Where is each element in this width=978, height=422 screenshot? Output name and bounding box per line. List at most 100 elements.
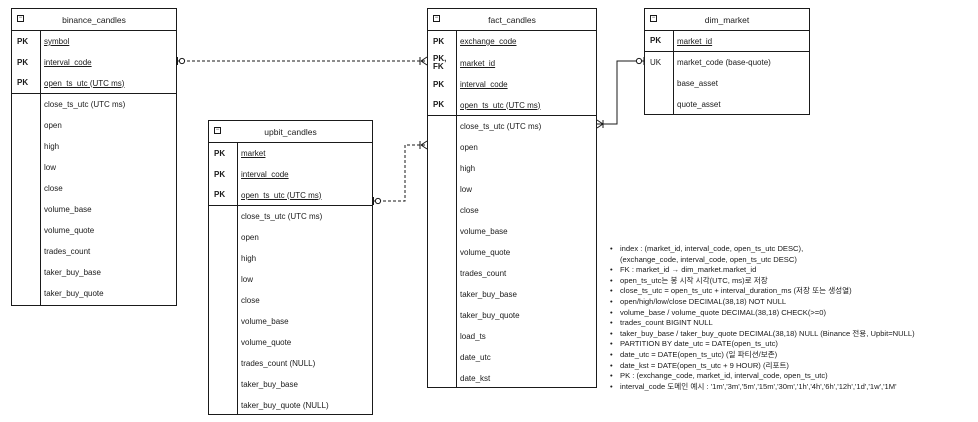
column-name: low bbox=[460, 185, 473, 194]
column-row[interactable]: trades_count bbox=[12, 241, 176, 262]
column-row[interactable]: volume_quote bbox=[428, 242, 596, 263]
column-row[interactable]: base_asset bbox=[645, 73, 809, 94]
key-divider bbox=[456, 31, 457, 387]
column-row[interactable]: taker_buy_base bbox=[12, 262, 176, 283]
column-row[interactable]: close_ts_utc (UTC ms) bbox=[12, 94, 176, 115]
column-name: date_kst bbox=[460, 374, 491, 383]
column-name: close bbox=[241, 296, 260, 305]
collapse-icon[interactable]: − bbox=[433, 15, 440, 22]
pk-row[interactable]: PK, FK market_id bbox=[428, 52, 596, 74]
column-name: trades_count bbox=[460, 269, 507, 278]
bullet-icon: • bbox=[610, 244, 613, 253]
note-text: PARTITION BY date_utc = DATE(open_ts_utc… bbox=[620, 339, 778, 349]
column-row[interactable]: low bbox=[209, 269, 372, 290]
column-row[interactable]: volume_base bbox=[209, 311, 372, 332]
column-row[interactable]: high bbox=[209, 248, 372, 269]
column-row[interactable]: load_ts bbox=[428, 326, 596, 347]
column-name: interval_code bbox=[460, 80, 508, 89]
dim-fact-relation bbox=[596, 57, 645, 129]
column-name: taker_buy_base bbox=[460, 290, 517, 299]
binance-fact-relation bbox=[177, 56, 428, 66]
column-row[interactable]: taker_buy_quote (NULL) bbox=[209, 395, 372, 416]
column-row[interactable]: trades_count (NULL) bbox=[209, 353, 372, 374]
bullet-icon: • bbox=[610, 318, 613, 328]
column-row[interactable]: trades_count bbox=[428, 263, 596, 284]
entity-header[interactable]: dim_market− bbox=[645, 9, 809, 31]
note-text: trades_count BIGINT NULL bbox=[620, 318, 713, 328]
column-row[interactable]: close_ts_utc (UTC ms) bbox=[428, 116, 596, 137]
bullet-icon: • bbox=[610, 265, 613, 275]
column-row[interactable]: date_utc bbox=[428, 347, 596, 368]
entity-header[interactable]: upbit_candles− bbox=[209, 121, 372, 143]
note-item: • trades_count BIGINT NULL bbox=[608, 318, 915, 329]
column-row[interactable]: low bbox=[12, 157, 176, 178]
column-name: taker_buy_quote bbox=[460, 311, 520, 320]
note-item: (exchange_code, interval_code, open_ts_u… bbox=[608, 255, 915, 266]
note-text: volume_base / volume_quote DECIMAL(38,18… bbox=[620, 307, 826, 317]
column-row[interactable]: volume_base bbox=[428, 221, 596, 242]
note-item: •interval_code 도메인 예시 : '1m','3m','5m','… bbox=[608, 382, 915, 393]
column-name: symbol bbox=[44, 37, 70, 46]
column-row[interactable]: close bbox=[428, 200, 596, 221]
entity-header[interactable]: binance_candles − bbox=[12, 9, 176, 31]
note-item: •open/high/low/close DECIMAL(38,18) NOT … bbox=[608, 297, 915, 308]
entity-title: fact_candles bbox=[488, 15, 536, 25]
key-divider bbox=[40, 31, 41, 305]
column-row[interactable]: date_kst bbox=[428, 368, 596, 389]
collapse-icon[interactable]: − bbox=[17, 15, 24, 22]
column-row[interactable]: high bbox=[428, 158, 596, 179]
column-name: interval_code bbox=[241, 170, 289, 179]
entity-title: binance_candles bbox=[62, 15, 126, 25]
column-name: close bbox=[460, 206, 479, 215]
collapse-icon[interactable]: − bbox=[214, 127, 221, 134]
column-row[interactable]: close bbox=[12, 178, 176, 199]
collapse-icon[interactable]: − bbox=[650, 15, 657, 22]
bullet-icon: • bbox=[610, 328, 613, 338]
note-item: •open_ts_utc는 봉 시작 시각(UTC, ms)로 저장 bbox=[608, 276, 915, 287]
bullet-icon: • bbox=[610, 275, 613, 285]
column-row[interactable]: volume_quote bbox=[12, 220, 176, 241]
column-row[interactable]: taker_buy_base bbox=[209, 374, 372, 395]
column-row[interactable]: open bbox=[428, 137, 596, 158]
key-label: PK, FK bbox=[433, 54, 447, 71]
column-name: high bbox=[241, 254, 257, 263]
note-text: (exchange_code, interval_code, open_ts_u… bbox=[620, 254, 797, 264]
note-text: date_utc = DATE(open_ts_utc) (일 파티션/보존) bbox=[620, 349, 778, 359]
entity-header[interactable]: fact_candles − bbox=[428, 9, 596, 31]
column-row[interactable]: low bbox=[428, 179, 596, 200]
column-name: open bbox=[460, 143, 478, 152]
note-item: •volume_base / volume_quote DECIMAL(38,1… bbox=[608, 308, 915, 319]
column-row[interactable]: quote_asset bbox=[645, 94, 809, 115]
key-divider bbox=[237, 143, 238, 414]
column-row[interactable]: open bbox=[209, 227, 372, 248]
column-row[interactable]: volume_quote bbox=[209, 332, 372, 353]
column-row[interactable]: taker_buy_quote bbox=[12, 283, 176, 304]
column-row[interactable]: high bbox=[12, 136, 176, 157]
column-row[interactable]: close bbox=[209, 290, 372, 311]
column-row[interactable]: volume_base bbox=[12, 199, 176, 220]
column-row[interactable]: taker_buy_base bbox=[428, 284, 596, 305]
column-name: market_id bbox=[460, 58, 496, 68]
column-row[interactable]: close_ts_utc (UTC ms) bbox=[209, 206, 372, 227]
note-item: •PK : (exchange_code, market_id, interva… bbox=[608, 371, 915, 382]
note-item: •taker_buy_base / taker_buy_quote DECIMA… bbox=[608, 329, 915, 340]
column-row[interactable]: taker_buy_quote bbox=[428, 305, 596, 326]
column-row[interactable]: open bbox=[12, 115, 176, 136]
column-name: open_ts_utc (UTC ms) bbox=[241, 190, 322, 200]
column-name: low bbox=[241, 275, 254, 284]
